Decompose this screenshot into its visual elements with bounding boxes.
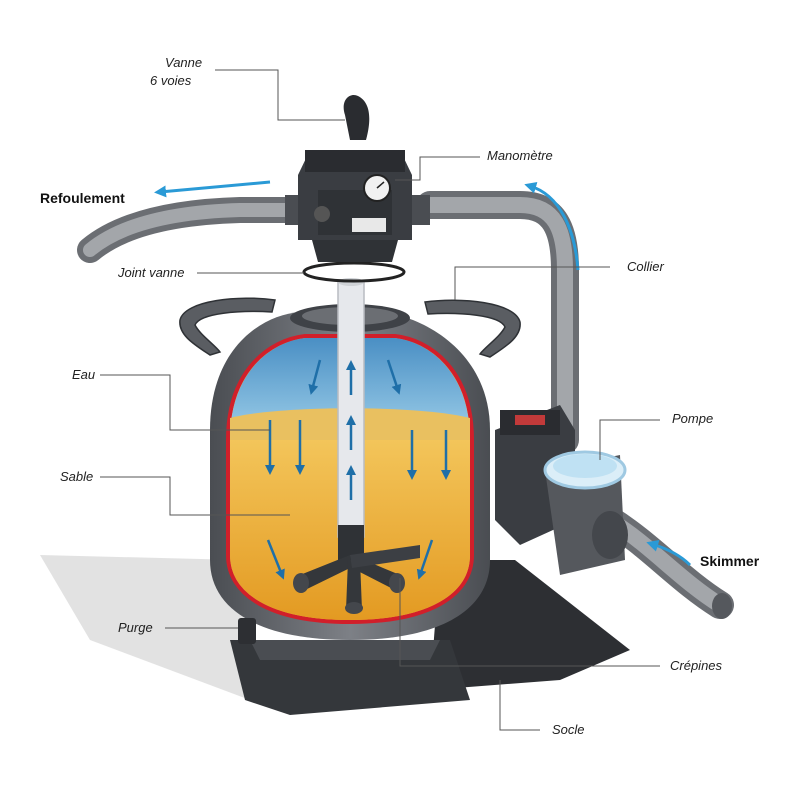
internal-flow-arrows — [265, 359, 451, 580]
leader-lines — [100, 69, 660, 731]
collier — [179, 297, 521, 358]
label-eau: Eau — [72, 367, 96, 382]
flow-arrow-icon — [646, 540, 692, 567]
label-sable: Sable — [60, 469, 94, 484]
label-manometre: Manomètre — [487, 148, 553, 163]
label-socle: Socle — [552, 722, 585, 737]
flow-arrow-icon — [524, 181, 580, 271]
label-skimmer: Skimmer — [700, 553, 760, 569]
purge-plug — [238, 618, 256, 644]
flow-arrows — [154, 180, 692, 567]
flow-arrow-icon — [154, 180, 271, 198]
joint-vanne — [302, 261, 406, 283]
label-collier: Collier — [627, 259, 664, 274]
label-refoulement: Refoulement — [40, 190, 125, 206]
label-purge: Purge — [118, 620, 153, 635]
crepines — [293, 525, 420, 614]
label-joint-vanne: Joint vanne — [118, 265, 185, 280]
label-crepines: Crépines — [670, 658, 723, 673]
label-vanne-line1: Vanne — [165, 55, 203, 70]
vanne-6-voies — [285, 94, 430, 262]
label-pompe: Pompe — [672, 411, 714, 426]
label-vanne-line2: 6 voies — [150, 73, 192, 88]
pompe — [495, 405, 628, 575]
ground-shadow — [40, 555, 250, 700]
